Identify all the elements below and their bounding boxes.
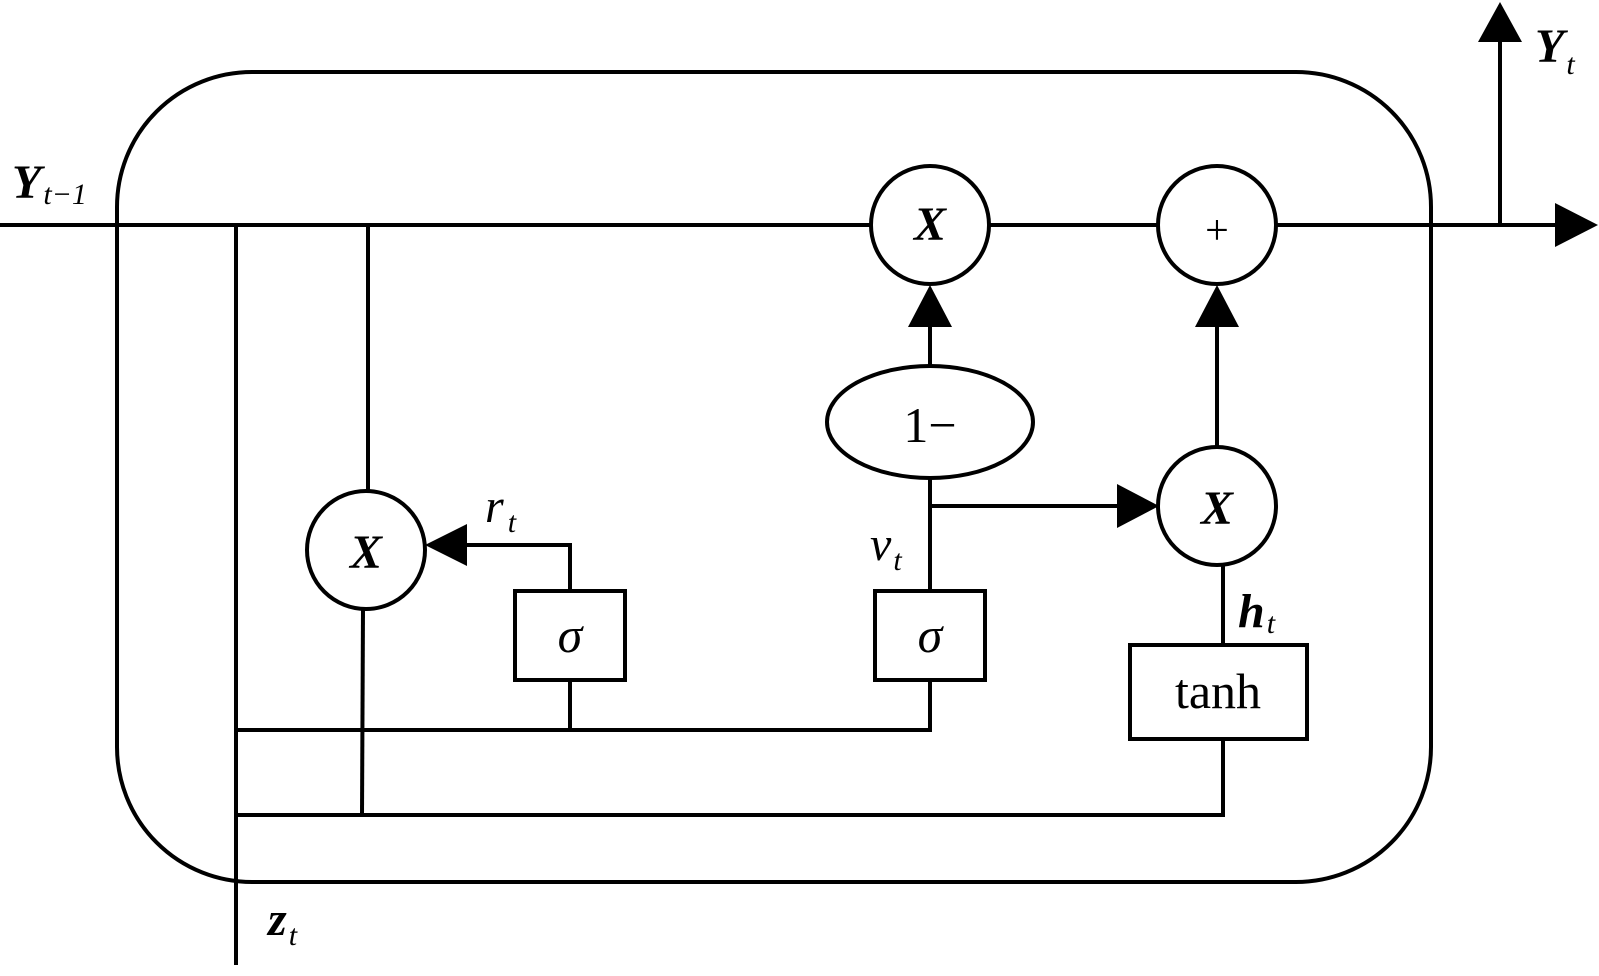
sigma-update-symbol: σ xyxy=(918,607,945,663)
tanh-box xyxy=(1128,643,1309,741)
mult-right-node xyxy=(1156,445,1278,567)
one-minus-symbol: 1− xyxy=(903,397,956,453)
vt-label: vt xyxy=(870,518,902,577)
mult-right-symbol: X xyxy=(1199,482,1234,535)
ht-label: ht xyxy=(1238,585,1276,640)
output-up-arrowhead xyxy=(1478,2,1522,42)
right-mult-up-arrowhead xyxy=(1195,285,1239,327)
reset-gate-line xyxy=(465,543,572,593)
tanh-label: tanh xyxy=(1175,663,1261,719)
add-node xyxy=(1156,164,1278,286)
mult-top-symbol: X xyxy=(912,198,947,251)
one-minus-up-arrowhead xyxy=(908,285,952,327)
sigma-reset-symbol: σ xyxy=(558,607,585,663)
zt-label: zt xyxy=(266,893,298,952)
add-symbol: + xyxy=(1205,208,1229,254)
sigma-reset-box xyxy=(513,589,627,682)
reset-mult-down-line xyxy=(359,606,366,818)
output-right-arrowhead xyxy=(1555,203,1598,247)
y-out-label: Yt xyxy=(1535,20,1575,81)
one-minus-node xyxy=(825,364,1035,480)
cell-boundary xyxy=(115,70,1433,884)
mult-reset-symbol: X xyxy=(348,526,383,579)
mult-top-node xyxy=(869,164,991,286)
sigma-update-box xyxy=(873,589,987,682)
mult-reset-node xyxy=(305,489,427,611)
reset-gate-arrowhead xyxy=(425,524,467,566)
y-prev-label: Yt−1 xyxy=(12,156,87,211)
update-to-mult-arrowhead xyxy=(1117,484,1159,528)
